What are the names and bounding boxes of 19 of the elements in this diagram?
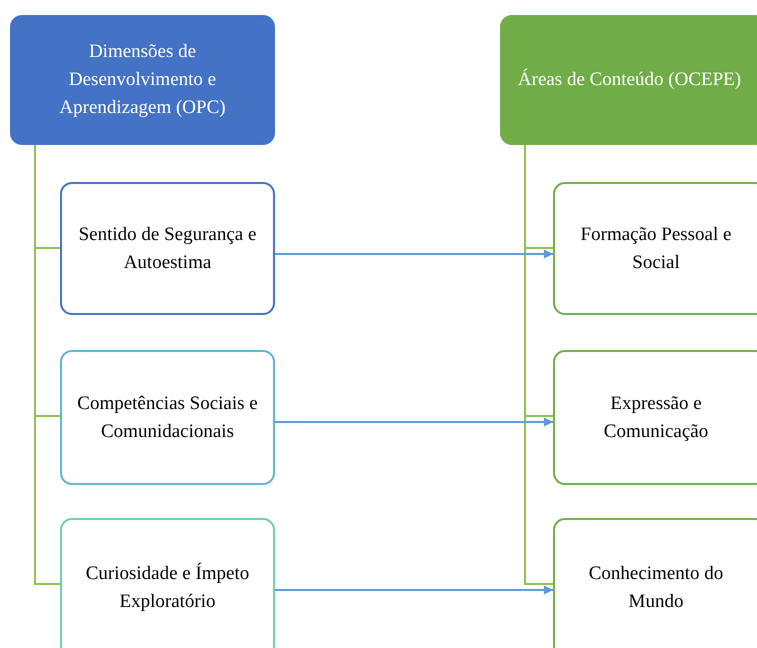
item-box [60,518,275,648]
item-box [553,518,757,648]
header-box [10,15,275,145]
header-text: Áreas de Conteúdo (OCEPE) [518,68,742,92]
header-text: Dimensões de Desenvolvimento e Aprendizagem (OPC) [58,40,227,120]
item-text: Curiosidade e Ímpeto Exploratório [84,562,250,614]
header-box [500,15,757,145]
item-text: Expressão e Comunicação [602,392,710,444]
item-text: Sentido de Segurança e Autoestima [78,222,258,274]
arrow [275,586,553,594]
item-box [60,350,275,485]
arrow [275,250,553,258]
item-text: Conhecimento do Mundo [588,562,724,614]
item-text: Competências Sociais e Comunidacionais [76,392,259,444]
item-box [553,182,757,315]
item-box [60,182,275,315]
item-box [553,350,757,485]
item-text: Formação Pessoal e Social [580,222,732,274]
arrow [275,418,553,426]
